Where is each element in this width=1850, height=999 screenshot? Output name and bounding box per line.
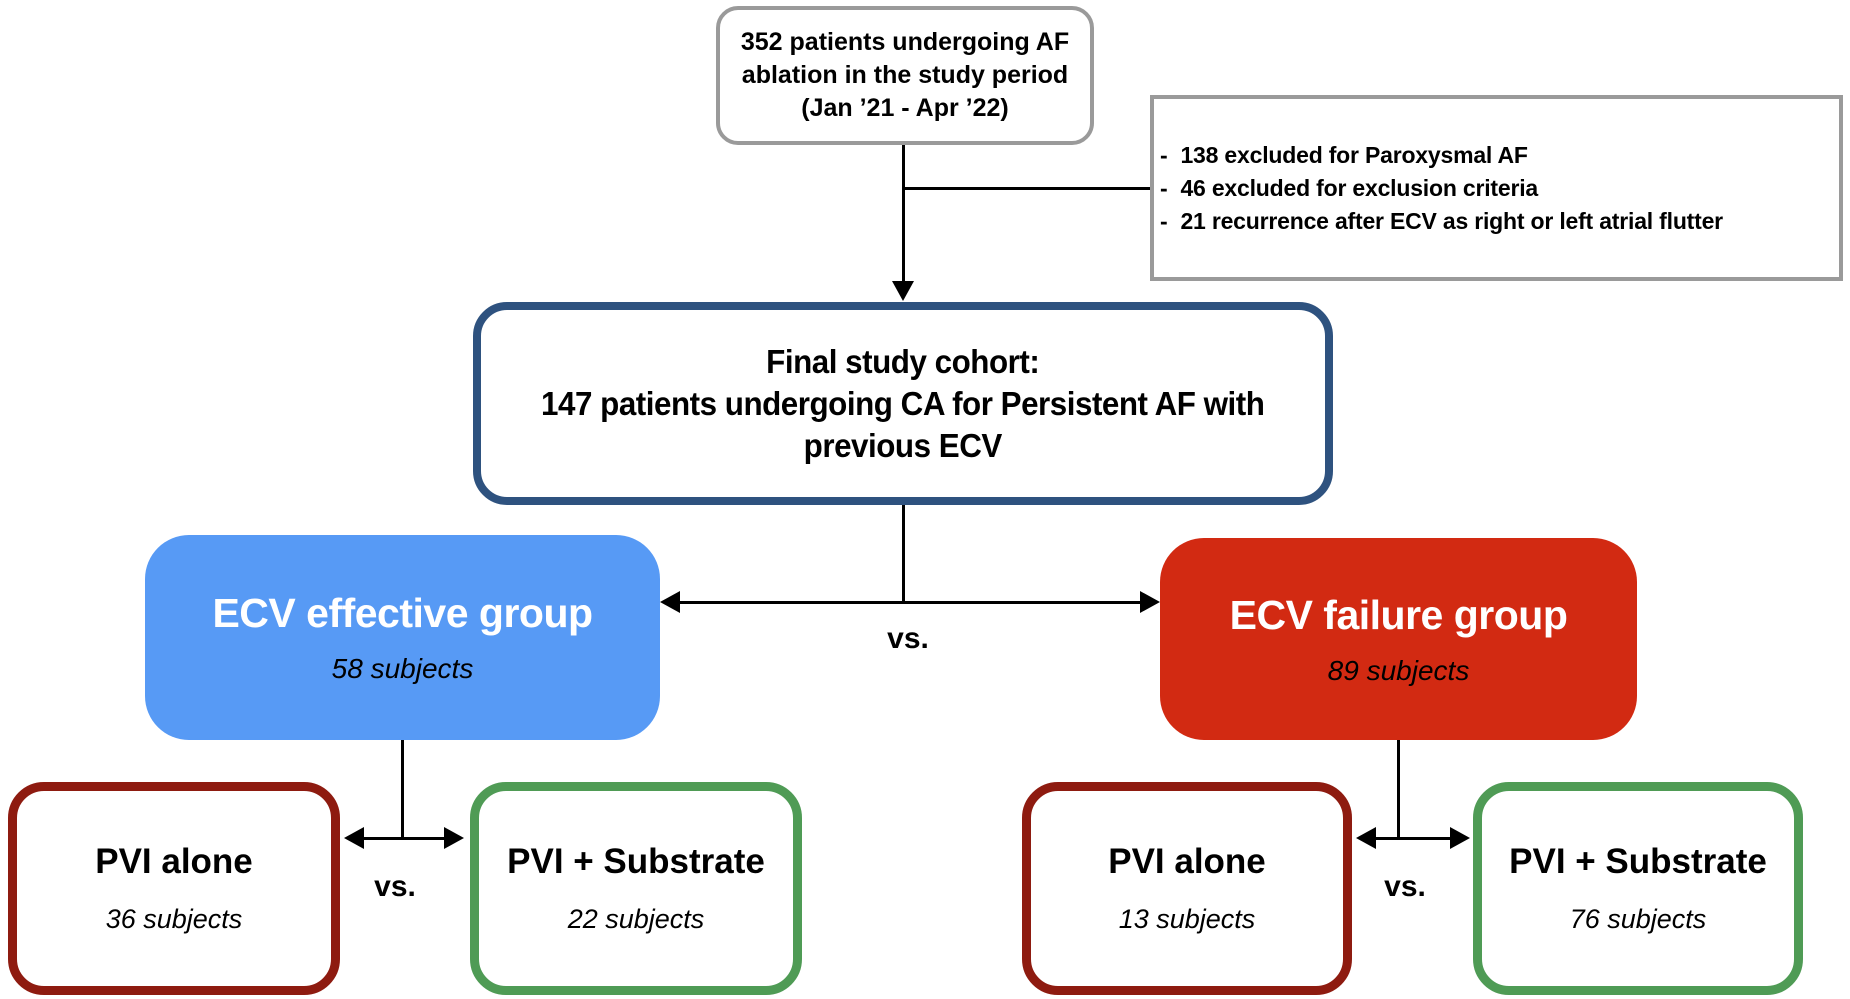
exclusion-item-text: 138 excluded for Paroxysmal AF (1180, 141, 1528, 168)
bullet-dash: - (1160, 141, 1168, 168)
effective-pvi-alone-box: PVI alone 36 subjects (8, 782, 340, 995)
arrowhead-to-effective-group-icon (660, 591, 680, 613)
failure-pvi-substrate-box: PVI + Substrate 76 subjects (1473, 782, 1803, 995)
connector-groups-horizontal-line (676, 601, 1142, 604)
exclusion-box: - 138 excluded for Paroxysmal AF - 46 ex… (1150, 95, 1843, 281)
bullet-dash: - (1160, 174, 1168, 201)
ecv-effective-group-box: ECV effective group 58 subjects (145, 535, 660, 740)
enrollment-box: 352 patients undergoing AF ablation in t… (716, 6, 1094, 145)
exclusion-item: - 138 excluded for Paroxysmal AF (1160, 139, 1528, 172)
connector-failure-split-line (1372, 837, 1450, 840)
ecv-failure-group-subjects: 89 subjects (1327, 654, 1470, 686)
vs-label-effective: vs. (374, 870, 416, 903)
final-cohort-box: Final study cohort: 147 patients undergo… (473, 302, 1333, 505)
failure-pvi-substrate-title: PVI + Substrate (1509, 842, 1767, 881)
connector-effective-split-line (360, 837, 444, 840)
ecv-failure-group-title: ECV failure group (1229, 591, 1568, 638)
exclusion-item: - 21 recurrence after ECV as right or le… (1160, 205, 1723, 238)
connector-exclusion-branch-line (902, 187, 1152, 190)
exclusion-item-text: 21 recurrence after ECV as right or left… (1180, 207, 1723, 234)
effective-pvi-substrate-box: PVI + Substrate 22 subjects (470, 782, 802, 995)
ecv-failure-group-box: ECV failure group 89 subjects (1160, 538, 1637, 740)
connector-cohort-vertical-line (902, 505, 905, 603)
arrowhead-to-effective-pvi-alone-icon (344, 827, 364, 849)
ecv-effective-group-subjects: 58 subjects (331, 653, 474, 684)
exclusion-item: - 46 excluded for exclusion criteria (1160, 172, 1538, 205)
final-cohort-text: Final study cohort: 147 patients undergo… (541, 342, 1265, 464)
exclusion-item-text: 46 excluded for exclusion criteria (1180, 174, 1538, 201)
connector-top-vertical-line (902, 145, 905, 282)
effective-pvi-alone-title: PVI alone (95, 842, 253, 881)
failure-pvi-alone-box: PVI alone 13 subjects (1022, 782, 1352, 995)
effective-pvi-alone-subjects: 36 subjects (105, 904, 243, 934)
vs-label-center: vs. (887, 622, 929, 655)
connector-effective-vertical-line (401, 740, 404, 838)
failure-pvi-substrate-subjects: 76 subjects (1569, 904, 1707, 934)
arrowhead-to-effective-pvi-substrate-icon (444, 827, 464, 849)
effective-pvi-substrate-subjects: 22 subjects (567, 904, 705, 934)
vs-label-failure: vs. (1384, 870, 1426, 903)
effective-pvi-substrate-title: PVI + Substrate (507, 842, 765, 881)
bullet-dash: - (1160, 207, 1168, 234)
failure-pvi-alone-title: PVI alone (1108, 842, 1266, 881)
arrowhead-to-failure-group-icon (1140, 591, 1160, 613)
arrowhead-to-failure-pvi-substrate-icon (1450, 827, 1470, 849)
connector-failure-vertical-line (1397, 740, 1400, 838)
failure-pvi-alone-subjects: 13 subjects (1118, 904, 1256, 934)
arrowhead-into-cohort-icon (892, 281, 914, 301)
ecv-effective-group-title: ECV effective group (212, 590, 593, 636)
arrowhead-to-failure-pvi-alone-icon (1356, 827, 1376, 849)
